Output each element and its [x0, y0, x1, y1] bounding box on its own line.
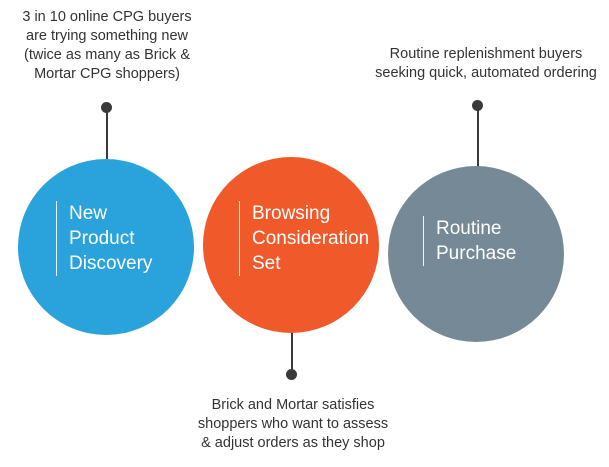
circle-browsing-consideration-set: Browsing Consideration Set [203, 157, 379, 333]
note-browsing-consideration-set: Brick and Mortar satisfies shoppers who … [183, 396, 403, 453]
note-line: 3 in 10 online CPG buyers [22, 9, 192, 25]
connector-dot-2 [286, 369, 297, 380]
label-line: Product [69, 228, 135, 249]
note-line: seeking quick, automated ordering [375, 65, 597, 81]
connector-dot-3 [472, 100, 483, 111]
circle-routine-purchase: Routine Purchase [388, 166, 564, 342]
note-routine-purchase: Routine replenishment buyers seeking qui… [366, 45, 606, 83]
note-line: Routine replenishment buyers [389, 46, 583, 62]
label-line: Consideration [252, 228, 370, 249]
label-line: Purchase [436, 243, 517, 264]
label-line: Set [252, 253, 281, 274]
note-line: (twice as many as Brick & [24, 47, 190, 63]
note-new-product-discovery: 3 in 10 online CPG buyers are trying som… [0, 8, 214, 84]
note-line: are trying something new [26, 28, 188, 44]
note-line: shoppers who want to assess [197, 416, 389, 432]
note-line: Mortar CPG shoppers) [34, 66, 180, 82]
label-line: Routine [436, 218, 502, 239]
connector-dot-1 [101, 102, 112, 113]
circle-label: Routine Purchase [423, 216, 516, 266]
note-line: & adjust orders as they shop [201, 435, 385, 451]
connector-stem-1 [106, 108, 108, 160]
note-line: Brick and Mortar satisfies [211, 397, 375, 413]
label-line: Discovery [69, 253, 153, 274]
label-line: New [69, 203, 108, 224]
circle-label: Browsing Consideration Set [239, 201, 369, 276]
circle-label: New Product Discovery [56, 201, 152, 276]
label-line: Browsing [252, 203, 331, 224]
connector-stem-2 [291, 328, 293, 374]
connector-stem-3 [477, 106, 479, 168]
circle-new-product-discovery: New Product Discovery [18, 159, 194, 335]
